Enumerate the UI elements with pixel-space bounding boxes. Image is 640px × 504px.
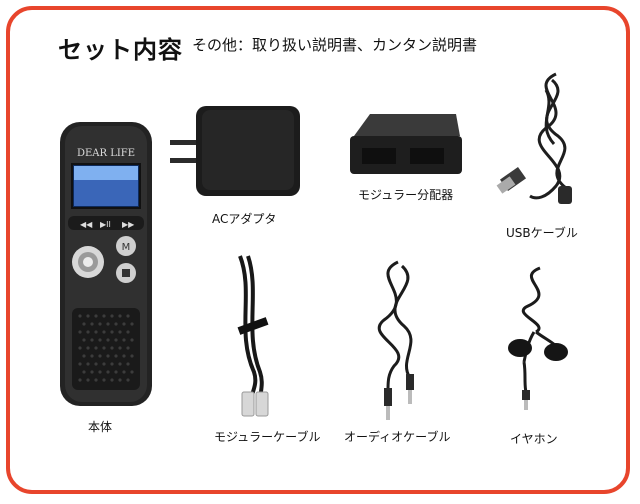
audio-cable xyxy=(358,256,430,424)
audio-cable-label: オーディオケーブル xyxy=(344,430,451,444)
svg-text:▶II: ▶II xyxy=(100,220,111,229)
usb-cable xyxy=(496,68,586,214)
modular-cable-label: モジュラーケーブル xyxy=(214,430,321,444)
earphones-image xyxy=(508,266,568,410)
usb-cable-label: USBケーブル xyxy=(506,226,578,240)
usb-cable-image xyxy=(496,72,572,204)
ac-adapter-image xyxy=(170,106,300,196)
device-label: 本体 xyxy=(88,420,113,434)
page-title: セット内容 xyxy=(58,36,183,64)
modular-splitter-image xyxy=(350,114,462,174)
page-subtitle: その他：取り扱い説明書、カンタン説明書 xyxy=(192,36,478,54)
svg-text:◀◀: ◀◀ xyxy=(80,220,93,229)
svg-text:M: M xyxy=(122,242,131,253)
modular-cable xyxy=(224,252,284,420)
audio-cable-image xyxy=(377,260,414,420)
earphones-label: イヤホン xyxy=(510,432,558,446)
svg-text:▶▶: ▶▶ xyxy=(122,220,135,229)
voice-recorder-image: DEAR LIFE ◀◀ ▶II ▶▶ M xyxy=(60,122,152,406)
modular-splitter xyxy=(344,106,466,178)
modular-splitter-label: モジュラー分配器 xyxy=(358,188,454,202)
ac-adapter-label: ACアダプタ xyxy=(212,212,277,226)
device-brand: DEAR LIFE xyxy=(77,148,135,159)
earphones xyxy=(500,262,574,412)
voice-recorder: DEAR LIFE ◀◀ ▶II ▶▶ M xyxy=(52,118,160,410)
ac-adapter xyxy=(166,102,306,200)
modular-cable-image xyxy=(237,255,269,417)
